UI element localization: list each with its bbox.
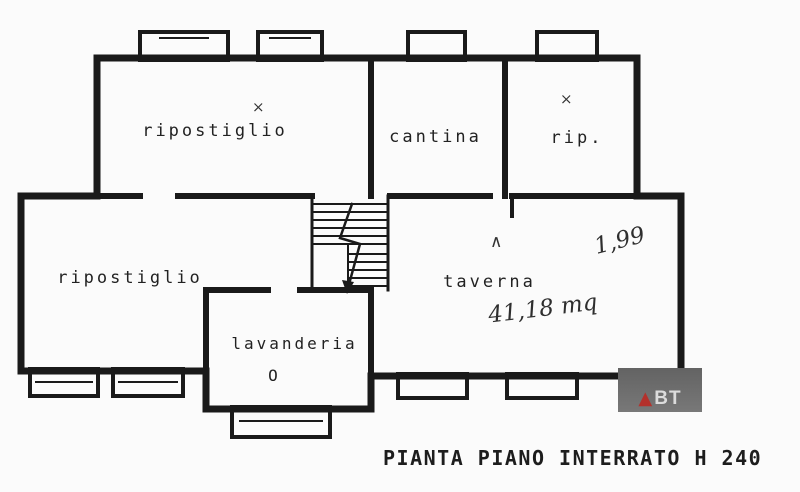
room-label-taverna: taverna (443, 272, 536, 292)
stair-arrowhead (342, 280, 354, 294)
room-label-rip: rip. (550, 128, 604, 148)
room-label-ripostiglio-top: ripostiglio (142, 121, 288, 141)
check-mark-taverna: ∧ (490, 232, 503, 252)
logo-text: BT (654, 388, 682, 409)
x-mark-rip: × (560, 90, 573, 108)
room-label-ripostiglio-bottom: ripostiglio (57, 268, 203, 288)
staircase (310, 194, 390, 294)
x-mark-ripostiglio-top: × (252, 98, 265, 116)
room-label-cantina: cantina (389, 127, 482, 147)
window-well-inner-lines (35, 37, 323, 422)
abt-watermark-logo: ▲ BT (618, 368, 702, 412)
stair-direction-arrow (338, 202, 362, 290)
logo-triangle-icon: ▲ (638, 388, 653, 409)
drawing-title: PIANTA PIANO INTERRATO H 240 (383, 446, 763, 470)
outer-wall (17, 54, 685, 413)
drain-symbol: O (268, 366, 278, 385)
interior-walls (94, 55, 640, 379)
room-label-lavanderia: lavanderia (231, 334, 358, 353)
